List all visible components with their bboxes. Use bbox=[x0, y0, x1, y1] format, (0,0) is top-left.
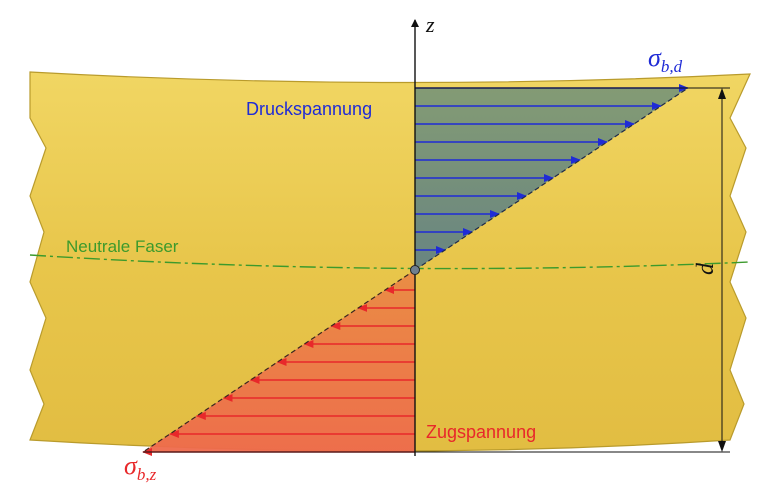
neutral-axis-origin bbox=[410, 265, 420, 275]
thickness-arrow-bottom bbox=[718, 441, 726, 452]
sigma-tension-symbol: σ bbox=[124, 451, 138, 480]
neutral-axis-line bbox=[29, 254, 751, 270]
sigma-tension-label: σb,z bbox=[124, 451, 157, 484]
sigma-compression-subscript: b,d bbox=[661, 57, 683, 76]
thickness-arrow-top bbox=[718, 88, 726, 99]
thickness-label: d bbox=[693, 262, 719, 275]
neutral-axis-label: Neutrale Faser bbox=[66, 237, 179, 256]
compression-label: Druckspannung bbox=[246, 99, 372, 119]
tension-label: Zugspannung bbox=[426, 422, 536, 442]
z-axis-label: z bbox=[425, 12, 435, 37]
compression-diagonal bbox=[414, 87, 689, 271]
sigma-tension-subscript: b,z bbox=[137, 465, 157, 484]
sigma-compression-label: σb,d bbox=[648, 43, 683, 76]
sigma-compression-symbol: σ bbox=[648, 43, 662, 72]
tension-diagonal bbox=[142, 269, 416, 453]
